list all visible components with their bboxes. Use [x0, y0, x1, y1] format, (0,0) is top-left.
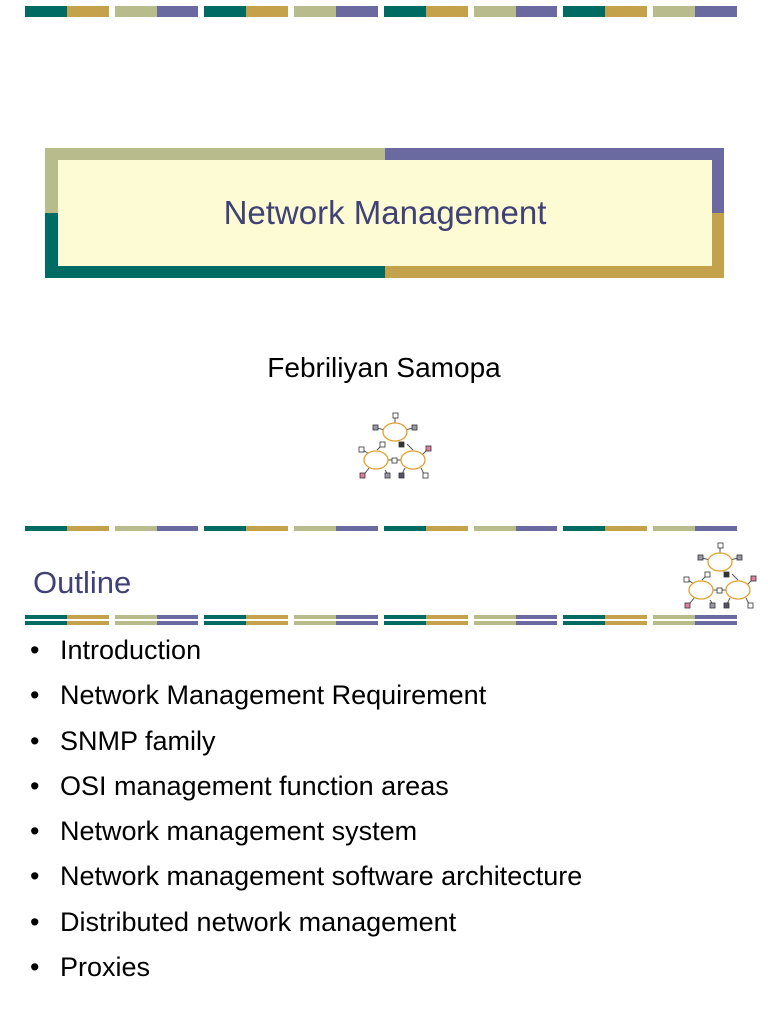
- title-box: Network Management: [58, 160, 712, 266]
- title-underline-stripe-2: [25, 621, 737, 625]
- author-name: Febriliyan Samopa: [267, 352, 501, 383]
- slide-title: Network Management: [223, 194, 547, 231]
- title-frame: [45, 148, 724, 278]
- network-diagram-icon: [683, 542, 757, 609]
- title-underline-stripe: [25, 615, 737, 619]
- network-diagram-icon: [358, 412, 432, 479]
- outline-list: •Introduction •Network Management Requir…: [30, 628, 582, 990]
- list-item: •Proxies: [30, 952, 151, 983]
- top-stripe: [25, 6, 737, 17]
- list-item: •Network management software architectur…: [30, 861, 583, 892]
- list-item: •Distributed network management: [30, 906, 457, 937]
- list-item: •SNMP family: [30, 725, 216, 756]
- list-item: •Introduction: [30, 635, 202, 665]
- list-item: •OSI management function areas: [30, 770, 449, 801]
- outline-title: Outline: [33, 565, 132, 600]
- list-item: •Network Management Requirement: [30, 680, 487, 711]
- list-item: •Network management system: [30, 816, 418, 847]
- section-stripe-top: [25, 526, 737, 531]
